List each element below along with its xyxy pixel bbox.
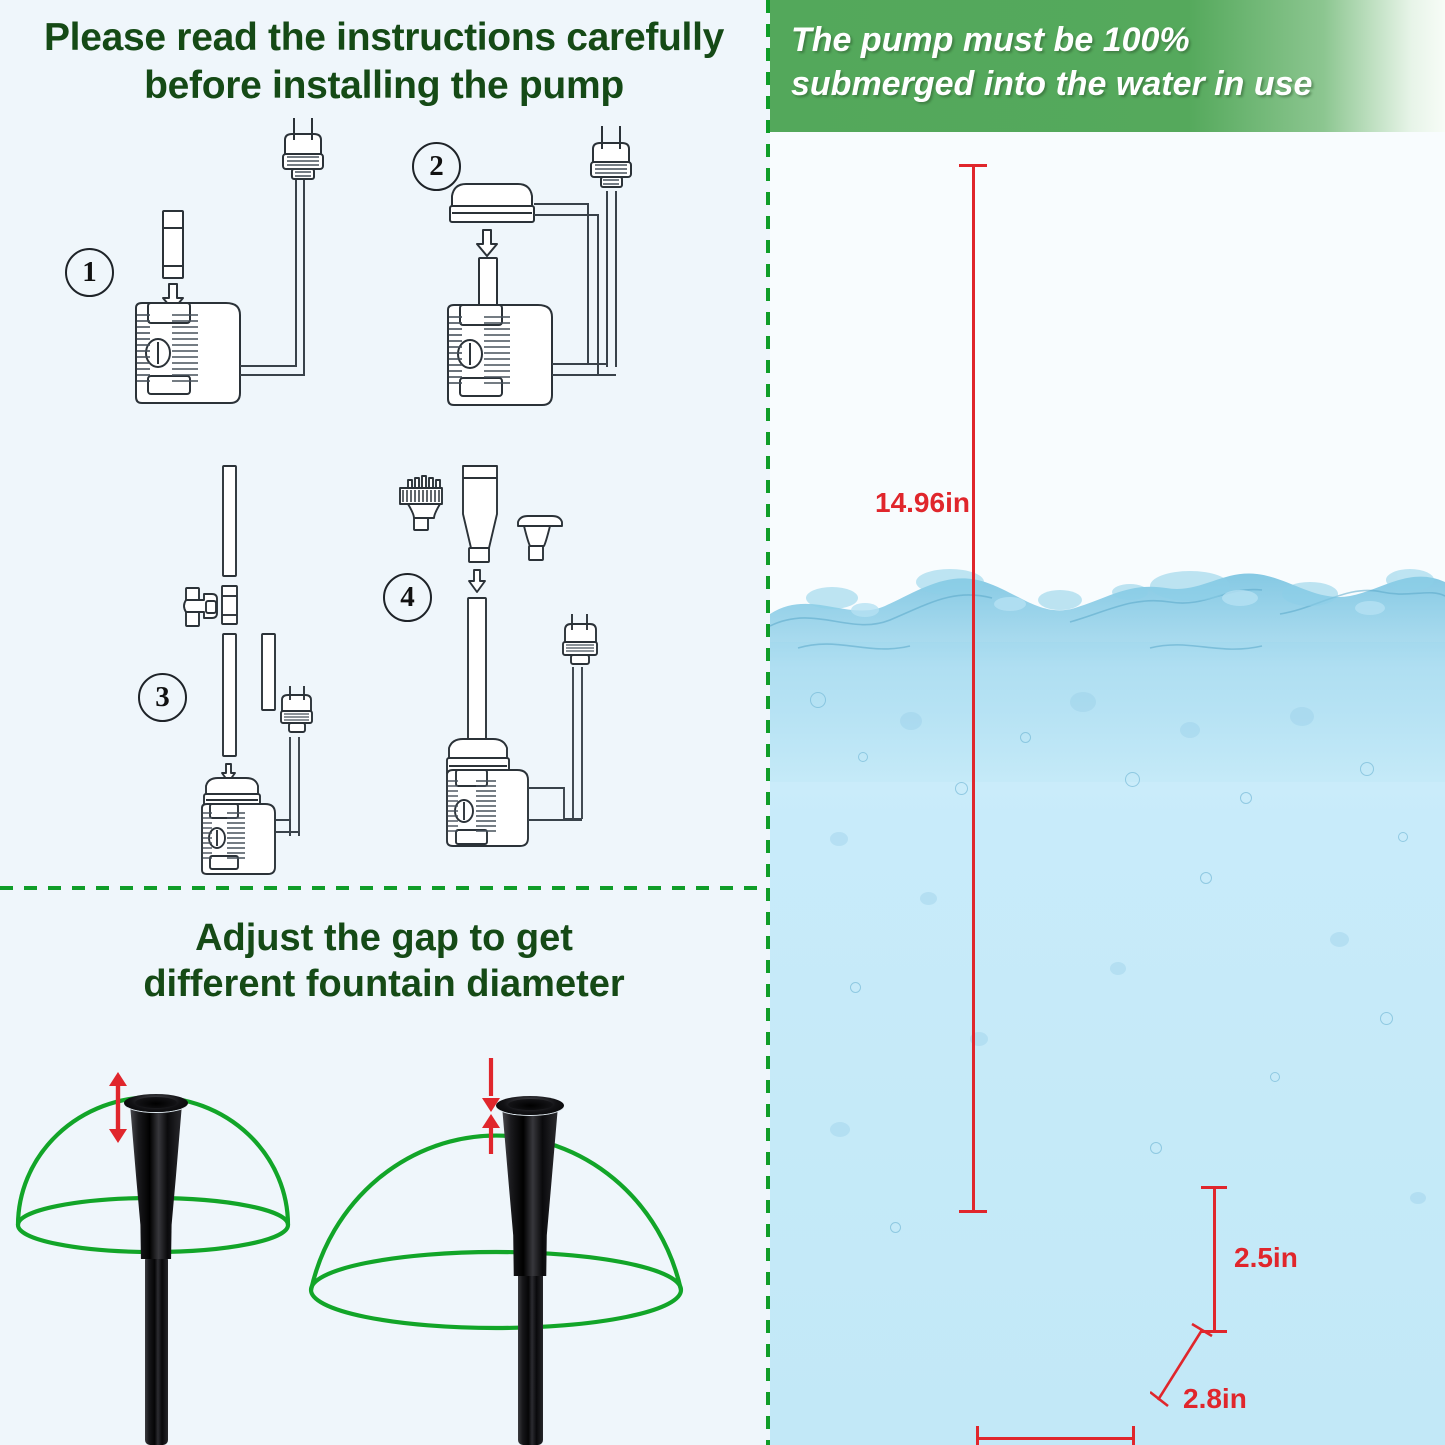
assembly-step-4: 4 <box>380 448 760 878</box>
step-2-badge: 2 <box>412 142 461 191</box>
large-fountain-stem <box>518 1270 543 1445</box>
step-2-diagram <box>447 126 632 406</box>
fountain-title-line2: different fountain diameter <box>143 963 625 1006</box>
submersion-scene: 14.96in 2.5in 2.8in <box>770 132 1445 1445</box>
large-fountain-gap-arrow <box>482 1058 500 1154</box>
fountain-title-line1: Adjust the gap to get <box>195 917 573 959</box>
step-3-badge: 3 <box>138 673 187 722</box>
instructions-title: Please read the instructions carefully b… <box>8 14 760 109</box>
horizontal-divider <box>0 886 768 890</box>
dimension-riser-height-label: 14.96in <box>875 487 970 518</box>
large-fountain-figure <box>308 1040 766 1445</box>
instructions-title-line2: before installing the pump <box>144 63 624 107</box>
large-fountain-lip-hole <box>508 1099 553 1110</box>
assembly-step-2: 2 <box>390 118 760 418</box>
step-4-diagram <box>399 465 598 847</box>
small-fountain-figure <box>0 1040 380 1445</box>
banner-line1: The pump must be 100% <box>791 21 1190 59</box>
fountain-diameter-panel: Adjust the gap to get different fountain… <box>0 890 766 1445</box>
submersion-panel: The pump must be 100% submerged into the… <box>770 0 1445 1445</box>
banner-line2: submerged into the water in use <box>791 65 1313 104</box>
dimension-pump-height-label: 2.5in <box>1234 1242 1298 1273</box>
vertical-divider <box>766 0 770 1445</box>
large-fountain-dome <box>308 1133 684 1331</box>
submersion-banner: The pump must be 100% submerged into the… <box>770 0 1445 132</box>
step-3-diagram <box>183 465 313 875</box>
assembly-step-3: 3 <box>110 448 400 878</box>
small-fountain-gap-arrow <box>109 1072 127 1143</box>
submerged-pump-assembly <box>770 132 1445 1445</box>
fountain-diameter-title: Adjust the gap to get different fountain… <box>8 915 760 1008</box>
assembly-step-1: 1 <box>40 118 400 418</box>
dimension-pump-depth-line <box>1150 1322 1213 1408</box>
small-fountain-stem <box>145 1255 168 1445</box>
water-surface <box>770 569 1445 782</box>
assembly-steps: 1 <box>0 118 766 886</box>
small-fountain-lip-hole <box>135 1097 177 1108</box>
dimension-pump-depth-label: 2.8in <box>1183 1383 1247 1414</box>
step-1-badge: 1 <box>65 248 114 297</box>
instructions-panel: Please read the instructions carefully b… <box>0 0 766 886</box>
instructions-title-line1: Please read the instructions carefully <box>43 16 725 59</box>
step-4-badge: 4 <box>383 573 432 622</box>
step-1-diagram <box>135 118 324 404</box>
submersion-banner-text: The pump must be 100% submerged into the… <box>791 18 1431 106</box>
